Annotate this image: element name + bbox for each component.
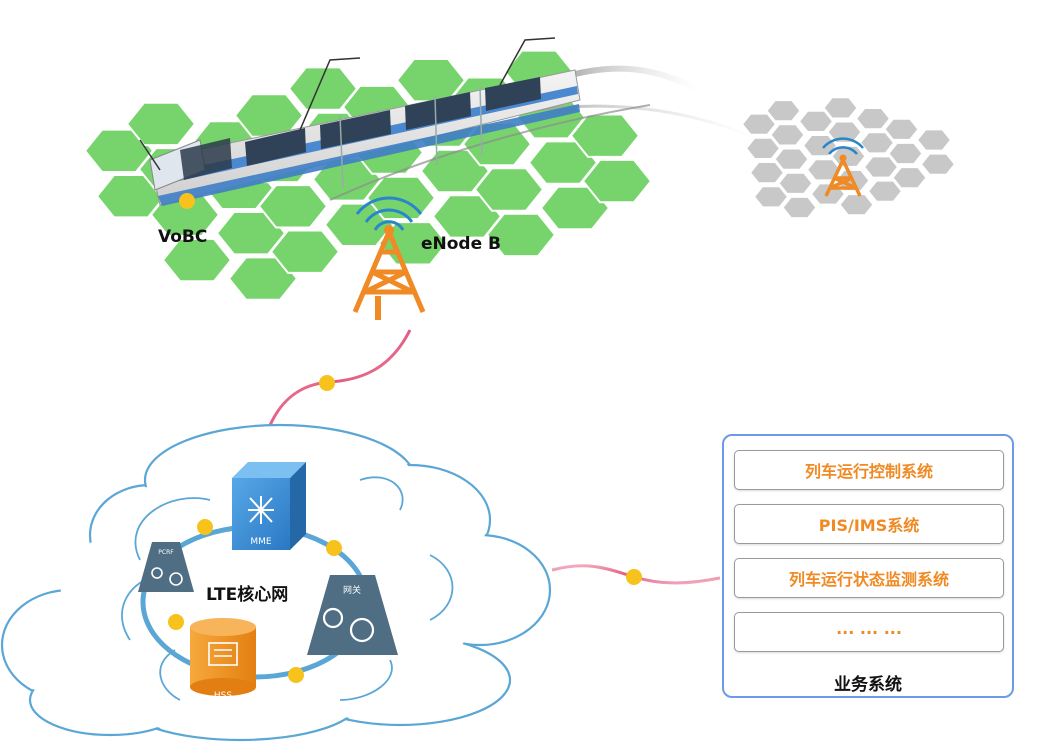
enodeb-tower-icon [352,196,426,320]
hss-database-icon [190,618,256,696]
core-ring-dots [168,519,342,683]
cell-hexagon [752,185,790,209]
cell-hexagon [854,107,892,131]
cell-hexagon [830,144,867,168]
link-enodeb-to-core [266,329,412,431]
cell-hexagon [773,147,810,171]
cell-hexagon [866,179,904,203]
cell-hexagon [740,112,778,136]
cell-hexagon [744,136,782,160]
cell-hexagon [822,96,859,120]
cell-hexagon [801,134,839,158]
core-network-label: LTE核心网 [206,585,289,605]
cell-hexagon [581,158,653,204]
business-item: 列车运行状态监测系统 [734,558,1004,598]
link-dot [319,375,335,391]
pcrf-icon [138,542,194,592]
hss-label: HSS [214,691,232,701]
cell-hexagon [919,152,957,176]
cell-hexagon [887,141,924,166]
cell-hexagon [769,123,806,147]
distant-tower-icon [822,137,864,197]
cell-hexagon [161,237,233,283]
cell-hexagon [269,229,341,274]
cell-hexagon [485,212,557,258]
cell-hexagon [569,113,641,158]
gray-cell-grid [740,96,957,220]
cell-hexagon [257,184,329,229]
cell-hexagon [748,161,786,185]
cell-hexagon [858,131,896,155]
cell-hexagon [891,166,928,190]
business-panel-title: 业务系统 [834,675,902,695]
cell-hexagon [765,99,802,123]
train-motion-trail [329,65,761,201]
link-dot [626,569,642,585]
cell-hexagon [797,109,835,133]
business-systems-panel: 列车运行控制系统 PIS/IMS系统 列车运行状态监测系统 ··· ··· ··… [722,434,1014,698]
cell-hexagon [915,128,953,152]
cell-hexagon [781,195,818,220]
cell-hexagon [473,167,545,212]
cell-hexagon [826,120,863,144]
business-item: ··· ··· ··· [734,612,1004,652]
vobc-dot [179,193,195,209]
mme-icon [232,462,306,550]
enodeb-label: eNode B [421,234,502,254]
cell-hexagon [777,171,814,195]
gateway-label: 网关 [343,584,361,596]
cell-hexagon [883,117,920,141]
cell-hexagon [125,101,197,147]
business-item: 列车运行控制系统 [734,450,1004,490]
cell-hexagon [862,155,900,179]
gateway-icon [307,575,398,655]
pcrf-label: PCRF [158,549,174,556]
train-icon [139,37,581,206]
cell-hexagon [287,66,359,111]
cell-hexagon [838,193,875,217]
mme-label: MME [250,537,272,547]
business-item: PIS/IMS系统 [734,504,1004,544]
vobc-label: VoBC [158,227,208,247]
